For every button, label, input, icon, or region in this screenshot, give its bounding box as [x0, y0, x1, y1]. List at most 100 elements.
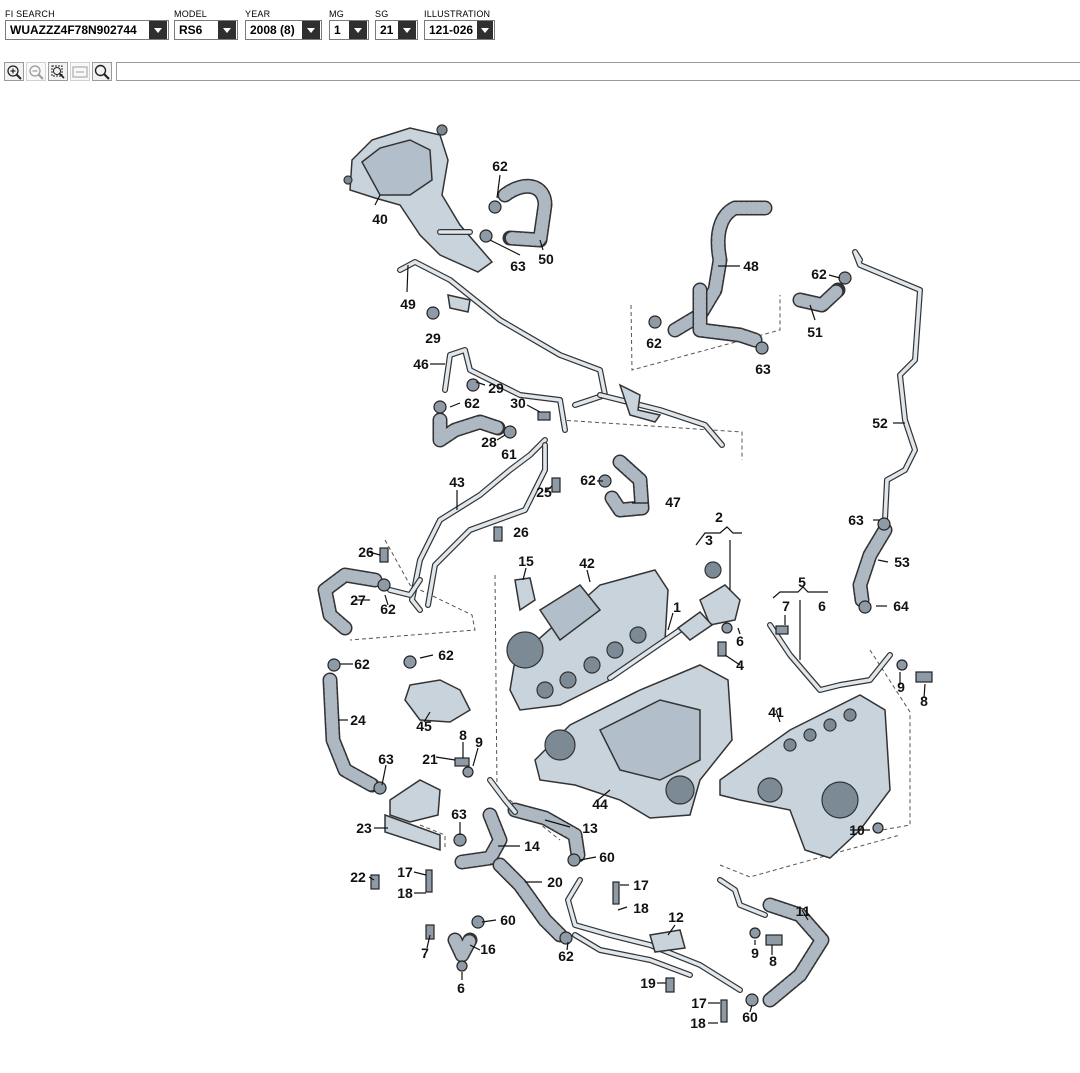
mg-label: MG [329, 9, 344, 19]
illustration-select[interactable]: 121-026 [424, 20, 495, 40]
year-value: 2008 (8) [250, 23, 295, 37]
callout-14: 14 [524, 838, 540, 854]
callout-42: 42 [579, 555, 595, 571]
callout-44: 44 [592, 796, 608, 812]
callout-9: 9 [751, 945, 759, 961]
callout-1: 1 [673, 599, 681, 615]
callout-41: 41 [768, 704, 784, 720]
callout-22: 22 [350, 869, 366, 885]
illustration-field: ILLUSTRATION 121-026 [424, 9, 495, 40]
year-label: YEAR [245, 9, 271, 19]
callout-11: 11 [796, 903, 811, 919]
fi-search-select[interactable]: WUAZZZ4F78N902744 [5, 20, 169, 40]
callout-2: 2 [715, 509, 723, 525]
magnifier-icon [94, 64, 110, 80]
callout-63: 63 [848, 512, 864, 528]
callout-21: 21 [422, 751, 438, 767]
callout-7: 7 [421, 945, 429, 961]
callout-19: 19 [640, 975, 656, 991]
callout-50: 50 [538, 251, 554, 267]
chevron-down-icon[interactable] [349, 21, 367, 39]
callout-61: 61 [501, 446, 517, 462]
callout-18: 18 [633, 900, 649, 916]
callout-63: 63 [510, 258, 526, 274]
mg-value: 1 [334, 23, 341, 37]
manifold-left [506, 569, 669, 711]
model-select[interactable]: RS6 [174, 20, 238, 40]
callout-43: 43 [449, 474, 465, 490]
callout-62: 62 [354, 656, 370, 672]
zoom-out-icon [29, 64, 44, 80]
zoom-fit-button[interactable] [70, 62, 90, 81]
o-ring [704, 561, 722, 579]
chevron-down-icon[interactable] [398, 21, 416, 39]
parts-diagram: 4062635049294862516263462962302861526247… [317, 124, 933, 1031]
sg-label: SG [375, 9, 389, 19]
callout-53: 53 [894, 554, 910, 570]
callout-62: 62 [464, 395, 480, 411]
callout-8: 8 [459, 727, 467, 743]
callout-27: 27 [350, 592, 366, 608]
bolts [370, 411, 933, 1023]
connector [676, 611, 714, 641]
callout-16: 16 [480, 941, 496, 957]
group-outline [869, 649, 911, 831]
callout-64: 64 [893, 598, 909, 614]
illustration-label: ILLUSTRATION [424, 9, 491, 19]
zoom-toolbar [0, 61, 1080, 82]
fi-search-label: FI SEARCH [5, 9, 55, 19]
zoom-search-button[interactable] [92, 62, 112, 81]
callout-20: 20 [547, 874, 563, 890]
callout-60: 60 [599, 849, 615, 865]
leader-lines [338, 174, 926, 1024]
model-field: MODEL RS6 [174, 9, 238, 40]
expansion-tank [343, 124, 494, 273]
callout-26: 26 [358, 544, 374, 560]
coolant-hoses [317, 178, 893, 1008]
year-select[interactable]: 2008 (8) [245, 20, 322, 40]
sg-field: SG 21 [375, 9, 418, 40]
callout-62: 62 [558, 948, 574, 964]
callout-62: 62 [380, 601, 396, 617]
callout-28: 28 [481, 434, 497, 450]
pipe-union [404, 679, 471, 723]
hose-clamps [327, 200, 908, 1007]
callout-17: 17 [691, 995, 707, 1011]
group-outline [559, 419, 743, 460]
callout-17: 17 [397, 864, 413, 880]
fi-search-value: WUAZZZ4F78N902744 [10, 23, 137, 37]
chevron-down-icon[interactable] [218, 21, 236, 39]
zoom-in-icon [7, 64, 22, 80]
callout-46: 46 [413, 356, 429, 372]
callout-60: 60 [742, 1009, 758, 1025]
illustration-value: 121-026 [429, 23, 474, 37]
chevron-down-icon[interactable] [477, 21, 493, 39]
callout-17: 17 [633, 877, 649, 893]
group-outline [419, 824, 446, 850]
callout-24: 24 [350, 712, 366, 728]
callout-40: 40 [372, 211, 388, 227]
fi-search-field: FI SEARCH WUAZZZ4F78N902744 [5, 9, 169, 40]
chevron-down-icon[interactable] [149, 21, 167, 39]
year-field: YEAR 2008 (8) [245, 9, 322, 40]
zoom-out-button[interactable] [26, 62, 46, 81]
callout-29: 29 [488, 380, 504, 396]
callout-9: 9 [897, 679, 905, 695]
zoom-in-button[interactable] [4, 62, 24, 81]
callout-6: 6 [457, 980, 465, 996]
mg-select[interactable]: 1 [329, 20, 369, 40]
zoom-fit-icon [72, 66, 88, 77]
zoom-area-button[interactable] [48, 62, 68, 81]
callout-63: 63 [451, 806, 467, 822]
toolbar-search-input[interactable] [116, 62, 1080, 81]
callout-63: 63 [755, 361, 771, 377]
chevron-down-icon[interactable] [302, 21, 320, 39]
callout-45: 45 [416, 718, 432, 734]
callout-62: 62 [811, 266, 827, 282]
sg-value: 21 [380, 23, 394, 37]
manifold-right [719, 694, 891, 859]
callout-62: 62 [580, 472, 596, 488]
callout-18: 18 [397, 885, 413, 901]
sg-select[interactable]: 21 [375, 20, 418, 40]
